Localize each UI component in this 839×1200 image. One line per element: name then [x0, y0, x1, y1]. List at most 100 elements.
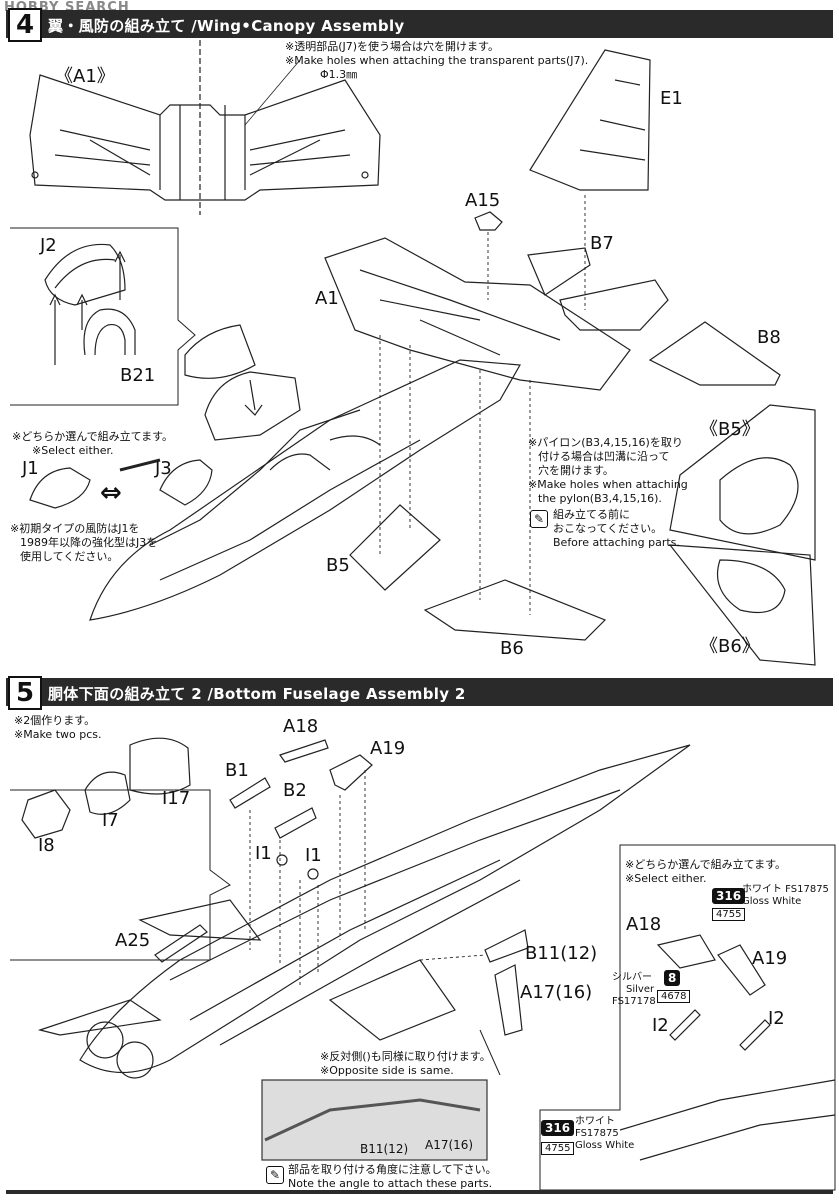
- label-i2-b: I2: [768, 1008, 785, 1029]
- opposite-note-jp: ※反対側()も同様に取り付けます。: [320, 1050, 491, 1063]
- label-b6: B6: [500, 638, 524, 659]
- canopy-note-line-3: 使用してください。: [20, 550, 119, 563]
- part-i17: [129, 737, 191, 795]
- label-a15: A15: [465, 190, 501, 211]
- label-j2: J2: [40, 235, 57, 256]
- step-4-title: 翼・風防の組み立て /Wing•Canopy Assembly: [48, 17, 405, 35]
- select-note-5-jp: ※どちらか選んで組み立てます。: [625, 858, 787, 871]
- pylon-note-line-4: ※Make holes when attaching: [528, 478, 688, 491]
- two-pcs-jp: ※2個作ります。: [14, 714, 96, 727]
- color-badge-silver: 8: [664, 970, 681, 986]
- inset-label-b11: B11(12): [360, 1142, 409, 1156]
- part-j7-canopy: [184, 324, 256, 379]
- part-j3: [159, 459, 213, 506]
- part-i1-a: [276, 854, 288, 866]
- b6-view: [668, 544, 816, 666]
- part-b8: [648, 321, 781, 386]
- label-b5-view: 《B5》: [700, 419, 760, 440]
- pylon-note-line-2: 付ける場合は凹溝に沿って: [538, 450, 670, 463]
- part-a25: [154, 924, 208, 963]
- step-5-header-band: [6, 678, 833, 706]
- drill-icon: ✎: [530, 510, 548, 528]
- label-b5: B5: [326, 555, 350, 576]
- angle-note-en: Note the angle to attach these parts.: [288, 1177, 493, 1190]
- label-b1: B1: [225, 760, 249, 781]
- b5-view: [669, 404, 816, 561]
- before-note-jp-1: 組み立てる前に: [553, 508, 630, 521]
- part-a19-top: [329, 754, 373, 791]
- step-4-header-band: [6, 10, 833, 38]
- color-white-2: ホワイト FS17875 Gloss White: [575, 1116, 634, 1152]
- part-j2: [44, 243, 126, 306]
- double-arrow-icon: ⇔: [100, 478, 122, 508]
- label-a25: A25: [115, 930, 151, 951]
- label-j3: J3: [155, 458, 172, 479]
- select-note-5-en: ※Select either.: [625, 872, 707, 885]
- canopy-note-line-2: 1989年以降の強化型はJ3を: [20, 536, 158, 549]
- select-note-5: ※どちらか選んで組み立てます。 ※Select either.: [625, 858, 786, 886]
- label-b11: B11(12): [525, 943, 598, 964]
- color-badge-white-2: 316: [541, 1120, 575, 1136]
- label-b8: B8: [757, 327, 781, 348]
- two-pcs-note: ※2個作ります。 ※Make two pcs.: [14, 714, 101, 742]
- color-code-white-2: 4755: [541, 1142, 575, 1155]
- label-b21: B21: [120, 365, 156, 386]
- part-a18-top: [279, 739, 329, 763]
- label-b6-view: 《B6》: [700, 636, 760, 657]
- label-a19-alt: A19: [752, 948, 788, 969]
- part-a17: [494, 964, 523, 1036]
- hole-note-jp: ※透明部品(J7)を使う場合は穴を開けます。: [285, 40, 499, 53]
- color-white-1: ホワイト FS17875 Gloss White: [742, 884, 829, 908]
- inset-photo-frame: [261, 1079, 488, 1161]
- color-silver: シルバー Silver FS17178: [612, 972, 656, 1008]
- label-i7: I7: [102, 810, 119, 831]
- part-b1: [229, 777, 271, 809]
- opposite-note: ※反対側()も同様に取り付けます。 ※Opposite side is same…: [320, 1050, 491, 1078]
- opposite-note-en: ※Opposite side is same.: [320, 1064, 454, 1077]
- label-i1-b: I1: [305, 845, 322, 866]
- inset-panel-frame: [10, 227, 196, 406]
- before-note-jp-2: おこなってください。: [553, 522, 663, 535]
- color-white-1-en: Gloss White: [742, 896, 802, 907]
- inset-label-a17: A17(16): [425, 1138, 474, 1152]
- select-note-4: ※どちらか選んで組み立てます。 ※Select either.: [12, 430, 173, 458]
- step-4-number: 4: [8, 8, 42, 42]
- color-white-2-jp: ホワイト: [575, 1116, 615, 1127]
- color-silver-en: Silver: [626, 984, 655, 995]
- part-b11: [484, 929, 529, 963]
- fuselage-step5: [79, 744, 691, 1074]
- canopy-note-line-1: ※初期タイプの風防はJ1を: [10, 522, 140, 535]
- part-e1: [529, 49, 651, 191]
- label-b7: B7: [590, 233, 614, 254]
- color-white-2-en: Gloss White: [575, 1140, 635, 1151]
- angle-note: 部品を取り付ける角度に注意して下さい。 Note the angle to at…: [288, 1163, 497, 1191]
- label-a1-view: 《A1》: [55, 66, 115, 87]
- two-pcs-en: ※Make two pcs.: [14, 728, 102, 741]
- part-b5: [349, 504, 441, 591]
- label-a17: A17(16): [520, 982, 593, 1003]
- part-b6: [423, 579, 607, 641]
- part-i2-a: [669, 1009, 701, 1041]
- before-note-en: Before attaching parts.: [553, 536, 680, 549]
- step-5-title: 胴体下面の組み立て 2 /Bottom Fuselage Assembly 2: [48, 685, 466, 703]
- part-a19-alt: [717, 944, 766, 996]
- label-j1: J1: [22, 458, 39, 479]
- color-silver-jp: シルバー: [612, 972, 652, 983]
- part-b21: [83, 308, 136, 356]
- label-a18: A18: [283, 716, 319, 737]
- label-e1: E1: [660, 88, 683, 109]
- pylon-note-line-3: 穴を開けます。: [538, 464, 614, 477]
- hole-note-en: ※Make holes when attaching the transpare…: [285, 54, 589, 67]
- label-b2: B2: [283, 780, 307, 801]
- color-code-white-1: 4755: [712, 908, 746, 921]
- label-a1: A1: [315, 288, 339, 309]
- hole-note: ※透明部品(J7)を使う場合は穴を開けます。 ※Make holes when …: [285, 40, 588, 82]
- label-i2-a: I2: [652, 1015, 669, 1036]
- color-white-2-fs: FS17875: [575, 1128, 619, 1139]
- bottom-rule: [6, 1190, 833, 1194]
- select-note-4-jp: ※どちらか選んで組み立てます。: [12, 430, 174, 443]
- part-i8: [21, 789, 71, 839]
- step-5-number: 5: [8, 676, 42, 710]
- part-b2: [274, 807, 317, 839]
